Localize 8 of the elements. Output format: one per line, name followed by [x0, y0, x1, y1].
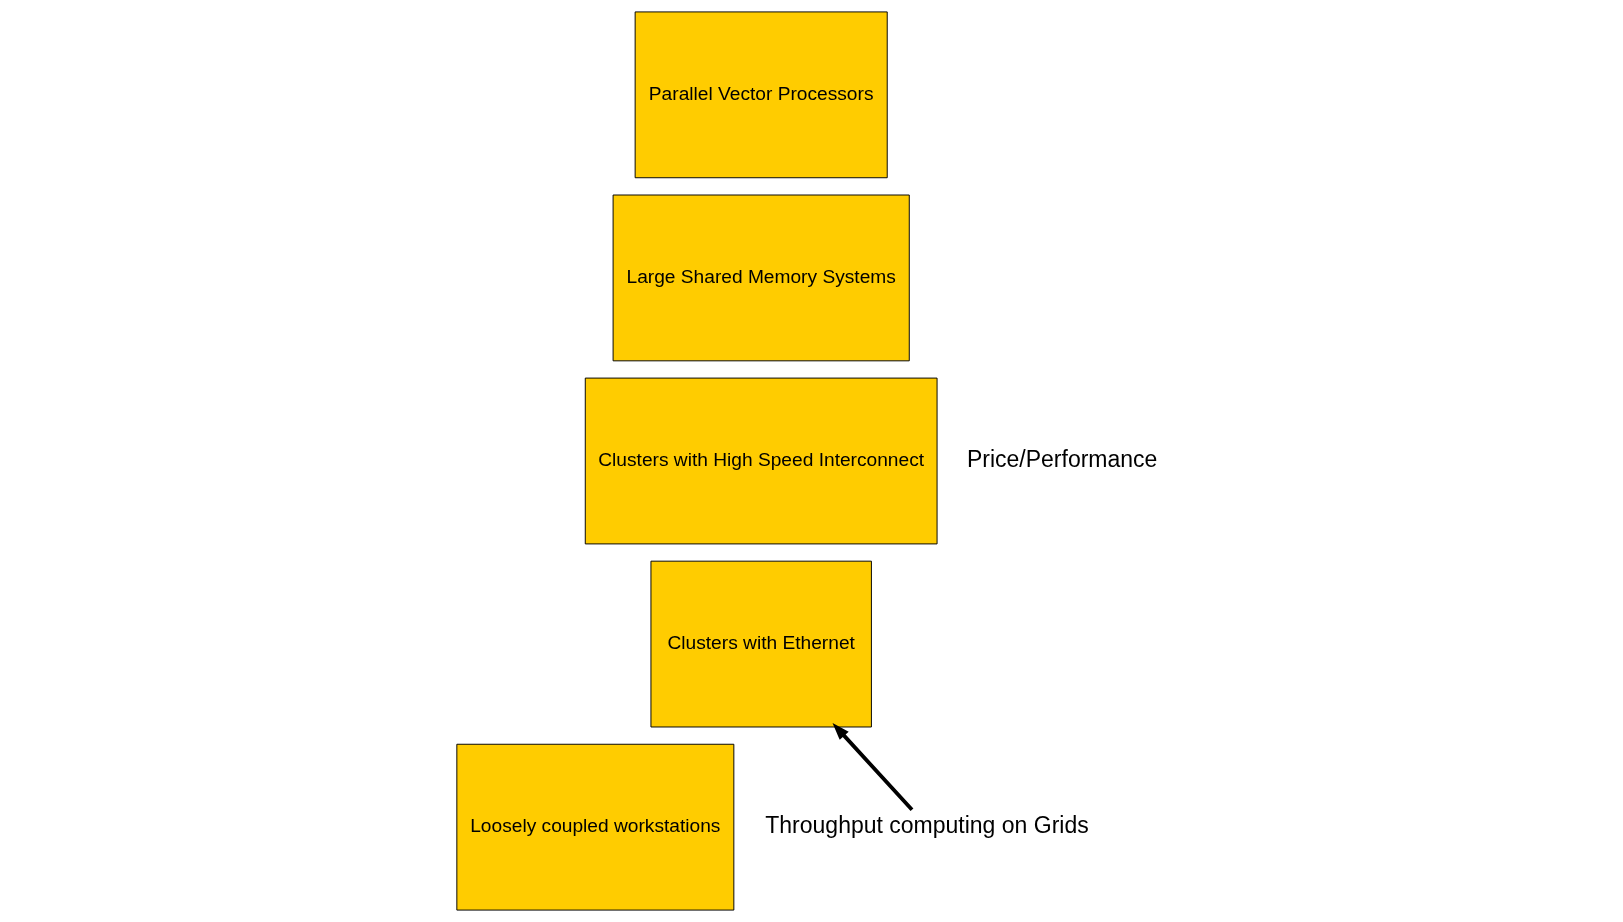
label: Price/Performance [966, 445, 1158, 472]
node-box: Clusters with Ethernet [650, 560, 872, 728]
arrow [832, 723, 914, 812]
node-box: Large Shared Memory Systems [612, 194, 910, 362]
node-text: Throughput computing on Grids [765, 812, 1089, 839]
node-box: Parallel Vector Processors [634, 11, 888, 179]
node-box: Loosely coupled workstations [456, 743, 735, 911]
node-box: Clusters with High Speed Interconnect [584, 377, 938, 545]
